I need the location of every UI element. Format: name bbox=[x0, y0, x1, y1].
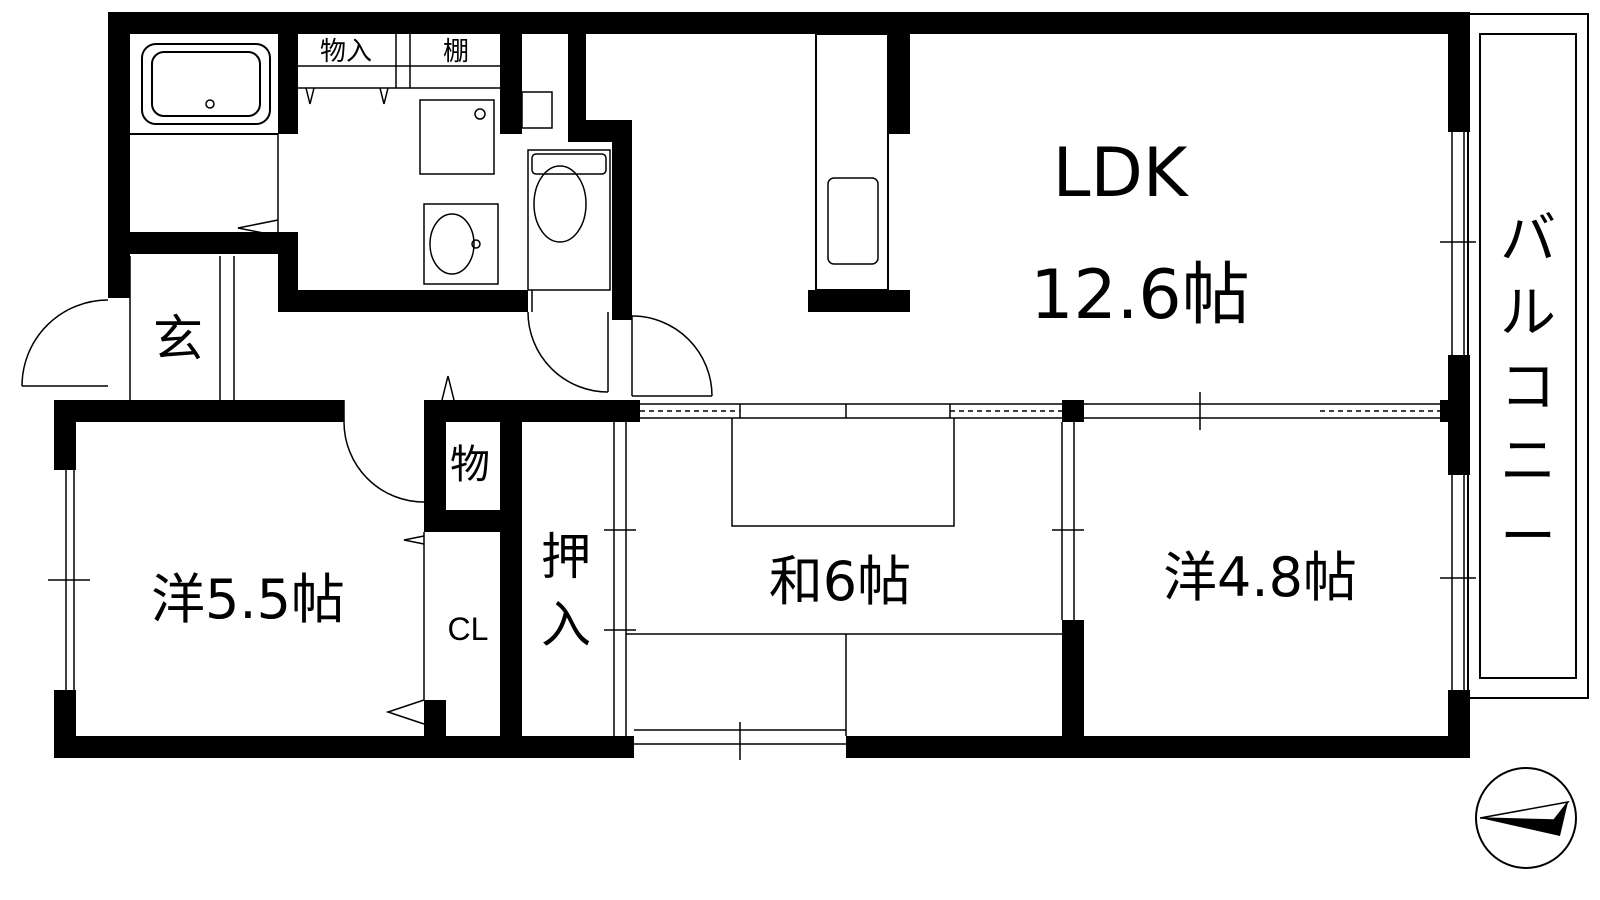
toilet-icon bbox=[521, 91, 611, 393]
balcony-char-1: バ bbox=[1500, 207, 1556, 272]
kitchen-sink-icon bbox=[827, 177, 879, 265]
right-windows bbox=[1440, 132, 1476, 690]
balcony-char-3: コ bbox=[1500, 355, 1556, 420]
compass-icon bbox=[1475, 767, 1577, 869]
western-room-1-details bbox=[48, 400, 425, 725]
inner-walls bbox=[108, 34, 1084, 746]
closet-label: CL bbox=[448, 611, 489, 647]
balcony-char-2: ル bbox=[1500, 281, 1556, 346]
ldk-sliding-doors bbox=[640, 392, 1440, 430]
washroom-fixtures bbox=[298, 34, 500, 285]
entrance-label: 玄 bbox=[153, 310, 203, 368]
kitchen-counter bbox=[815, 33, 889, 291]
western-room-1-label: 洋5.5帖 bbox=[151, 568, 345, 631]
oshiire-label-top: 押 bbox=[541, 528, 591, 586]
monoire-label: 物入 bbox=[320, 37, 372, 67]
balcony-char-5: ー bbox=[1500, 505, 1556, 570]
japanese-room-details bbox=[604, 418, 1084, 760]
outer-walls bbox=[54, 12, 1470, 758]
entrance-area bbox=[21, 256, 455, 401]
oshiire-label-bottom: 入 bbox=[541, 596, 591, 654]
storage-small-label: 物 bbox=[450, 442, 490, 488]
shelf-label: 棚 bbox=[443, 37, 469, 67]
balcony-label: バ ル コ ニ ー bbox=[1500, 207, 1556, 570]
balcony-char-4: ニ bbox=[1500, 429, 1556, 494]
western-room-2-label: 洋4.8帖 bbox=[1163, 546, 1357, 609]
hall-door-swing bbox=[631, 315, 713, 397]
entrance-door-swing bbox=[21, 299, 109, 387]
ldk-size-label: 12.6帖 bbox=[1030, 256, 1249, 335]
japanese-room-label: 和6帖 bbox=[769, 550, 911, 613]
room-door-swing bbox=[343, 421, 425, 503]
bathtub-icon bbox=[130, 43, 279, 237]
sink-icon bbox=[423, 203, 499, 285]
washer-pan-icon bbox=[419, 99, 495, 175]
ldk-name-label: LDK bbox=[1053, 134, 1190, 213]
